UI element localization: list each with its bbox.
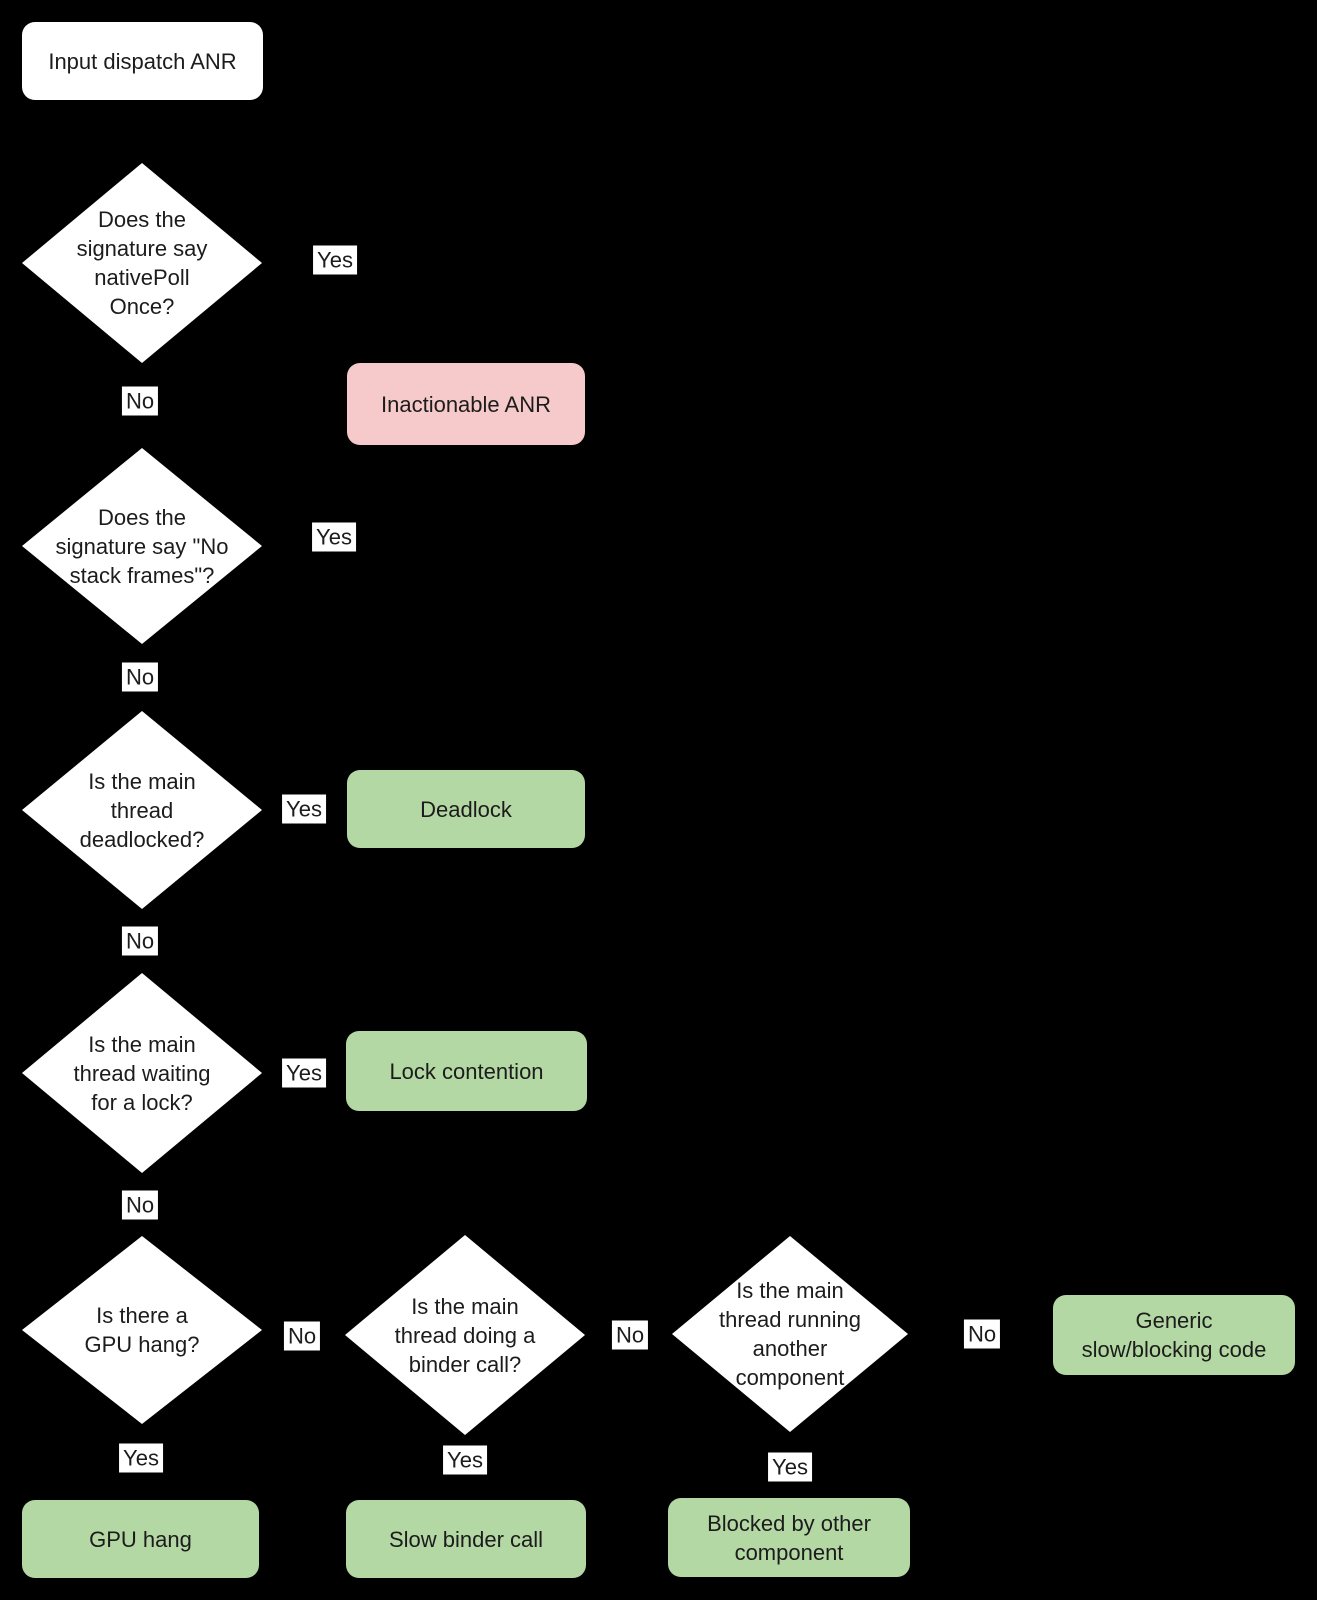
decision-main-thread-waiting-lock: Is the main thread waiting for a lock? — [22, 973, 262, 1173]
branch-label-d6-yes: Yes — [443, 1445, 487, 1475]
branch-label-d3-no: No — [121, 926, 159, 956]
outcome-deadlock: Deadlock — [347, 770, 585, 848]
outcome-slow-binder-call: Slow binder call — [346, 1500, 586, 1578]
branch-label-d5-yes: Yes — [119, 1443, 163, 1473]
outcome-generic-slow-blocking-code: Generic slow/blocking code — [1053, 1295, 1295, 1375]
decision-gpu-hang: Is there a GPU hang? — [22, 1236, 262, 1424]
start-node-input-dispatch-anr: Input dispatch ANR — [22, 22, 263, 100]
branch-label-d2-no: No — [121, 662, 159, 692]
decision-running-another-component: Is the main thread running another compo… — [672, 1236, 908, 1432]
branch-label-d4-no: No — [121, 1190, 159, 1220]
decision-main-thread-deadlocked: Is the main thread deadlocked? — [22, 711, 262, 909]
decision-signature-nativepollonce: Does the signature say nativePoll Once? — [22, 163, 262, 363]
outcome-gpu-hang: GPU hang — [22, 1500, 259, 1578]
branch-label-d4-yes: Yes — [282, 1058, 326, 1088]
branch-label-d6-no: No — [611, 1320, 649, 1350]
outcome-inactionable-anr: Inactionable ANR — [347, 363, 585, 445]
decision-binder-call: Is the main thread doing a binder call? — [345, 1235, 585, 1435]
branch-label-d1-no: No — [121, 386, 159, 416]
branch-label-d7-no: No — [963, 1319, 1001, 1349]
branch-label-d5-no: No — [283, 1321, 321, 1351]
decision-signature-no-stack-frames: Does the signature say "No stack frames"… — [22, 448, 262, 644]
outcome-lock-contention: Lock contention — [346, 1031, 587, 1111]
branch-label-d3-yes: Yes — [282, 794, 326, 824]
branch-label-d1-yes: Yes — [313, 245, 357, 275]
outcome-blocked-by-other-component: Blocked by other component — [668, 1498, 910, 1577]
branch-label-d7-yes: Yes — [768, 1452, 812, 1482]
branch-label-d2-yes: Yes — [312, 522, 356, 552]
